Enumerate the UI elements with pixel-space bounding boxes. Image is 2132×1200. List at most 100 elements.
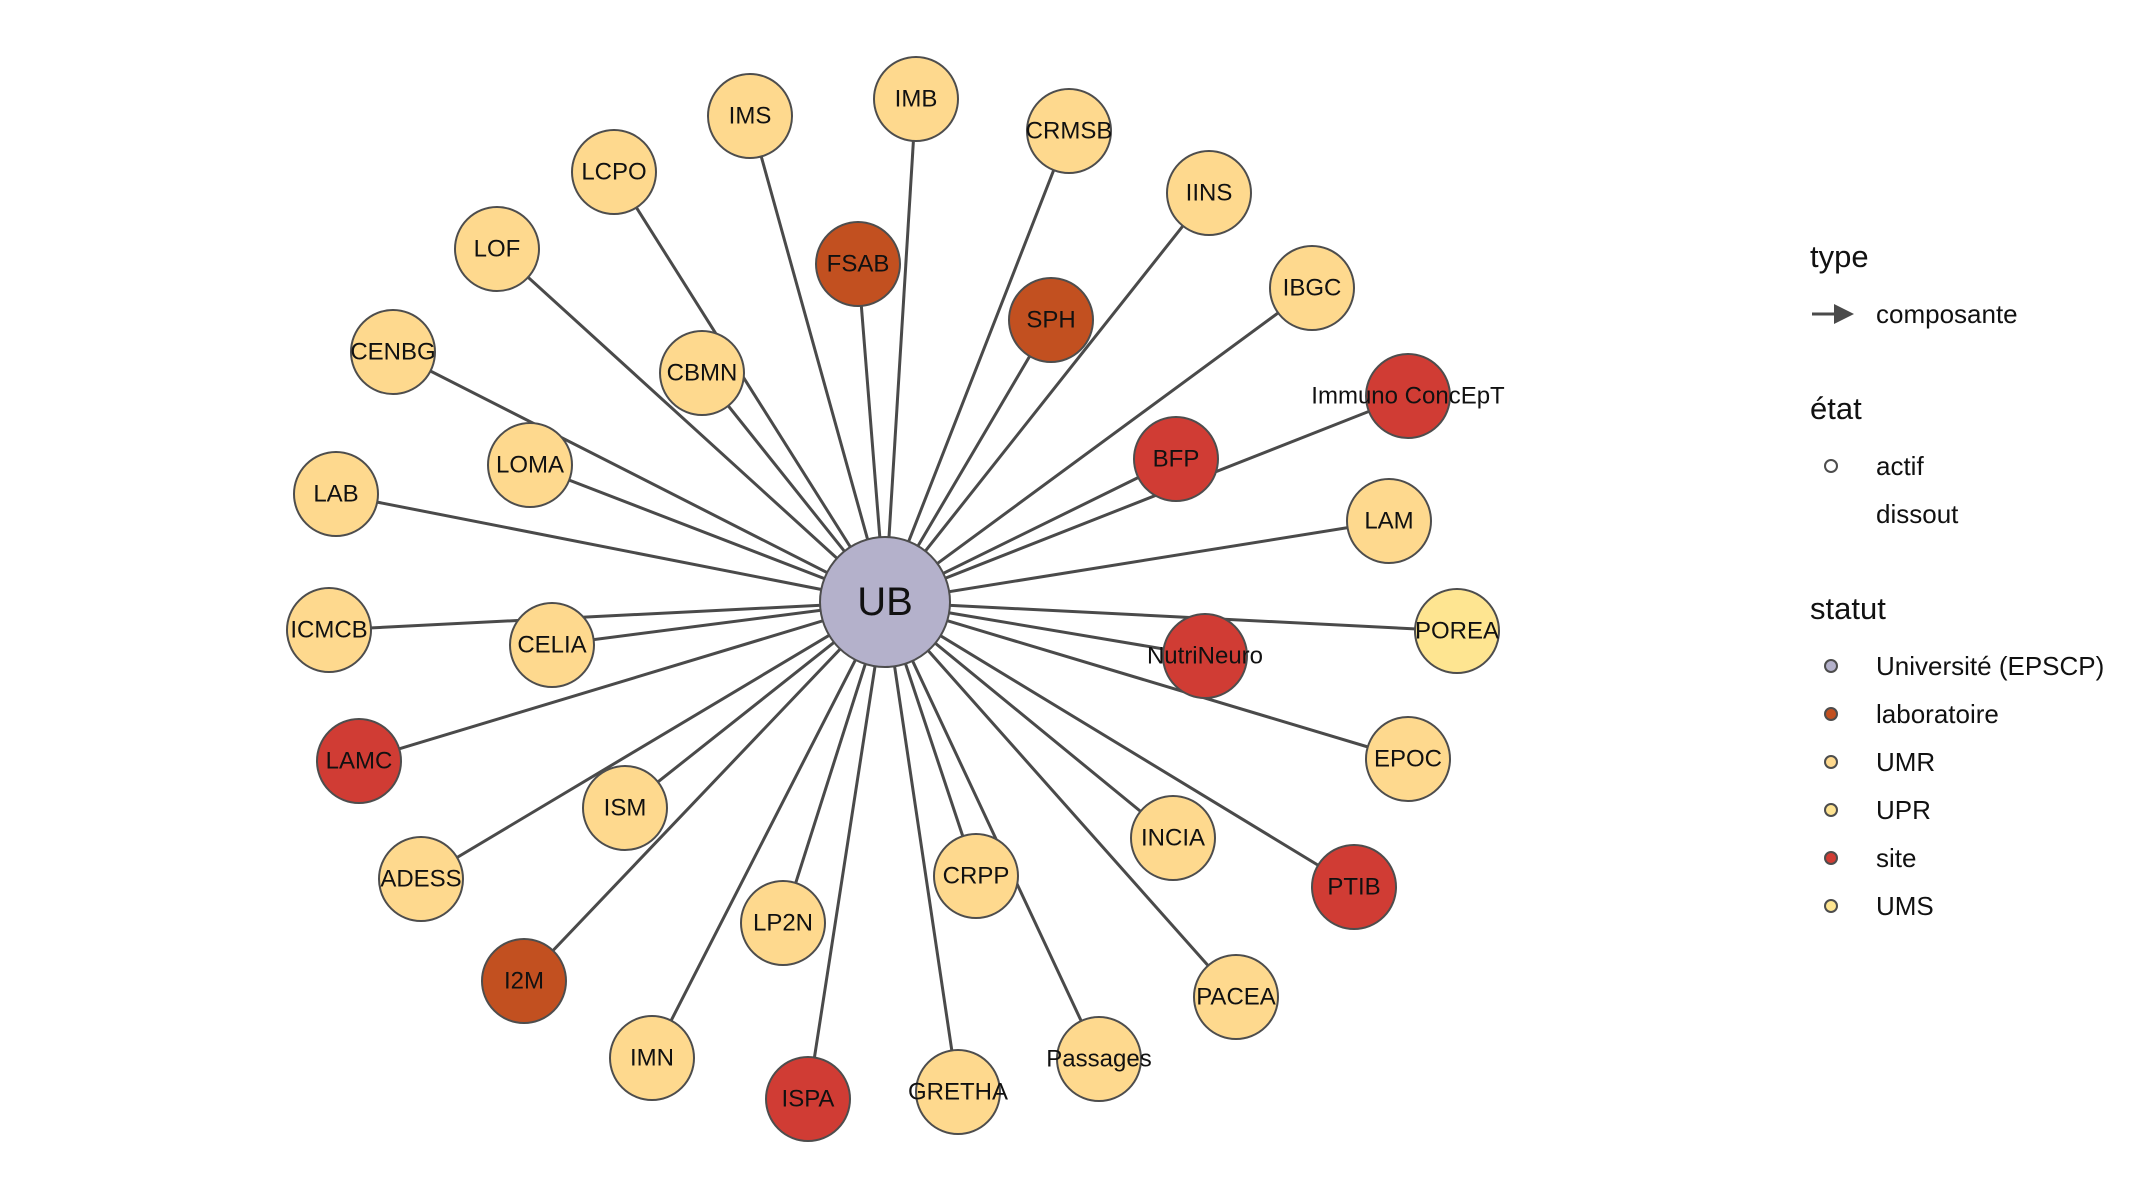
node-circle (1162, 613, 1248, 699)
node-imb[interactable]: IMB (873, 56, 959, 142)
node-crmsb[interactable]: CRMSB (1026, 88, 1113, 174)
node-epoc[interactable]: EPOC (1365, 716, 1451, 802)
node-circle (571, 129, 657, 215)
edge-ub-porea (884, 600, 1458, 633)
node-circle (1346, 478, 1432, 564)
node-circle (1166, 150, 1252, 236)
node-circle (1133, 416, 1219, 502)
legend-item-composante: composante (1810, 290, 2130, 338)
node-nutrineuro[interactable]: NutriNeuro (1147, 613, 1263, 699)
edge-ub-iins (883, 192, 1211, 603)
legend-item-universite: Université (EPSCP) (1810, 642, 2130, 690)
node-label: LOF (474, 236, 521, 263)
legend-item-dissout: dissout (1810, 490, 2130, 538)
node-ispa[interactable]: ISPA (765, 1056, 851, 1142)
node-label: ISM (604, 795, 647, 822)
node-icmcb[interactable]: ICMCB (286, 587, 372, 673)
node-pacea[interactable]: PACEA (1193, 954, 1279, 1040)
node-label: I2M (504, 968, 544, 995)
node-label: IBGC (1283, 275, 1342, 302)
node-ptib[interactable]: PTIB (1311, 844, 1397, 930)
node-circle (378, 836, 464, 922)
edge-ub-lab (335, 492, 886, 604)
node-incia[interactable]: INCIA (1130, 795, 1216, 881)
node-label: ICMCB (290, 617, 367, 644)
node-label: LP2N (753, 910, 813, 937)
legend-item-umr: UMR (1810, 738, 2130, 786)
node-circle (1311, 844, 1397, 930)
node-circle (740, 880, 826, 966)
node-i2m[interactable]: I2M (481, 938, 567, 1024)
color-swatch-icon (1824, 899, 1838, 913)
node-circle (350, 309, 436, 395)
node-lof[interactable]: LOF (454, 206, 540, 292)
node-label: POREA (1415, 618, 1499, 645)
node-ims[interactable]: IMS (707, 73, 793, 159)
node-label: LOMA (496, 452, 564, 479)
node-ub-center[interactable]: UB (819, 536, 951, 668)
node-lcpo[interactable]: LCPO (571, 129, 657, 215)
node-label: BFP (1153, 446, 1200, 473)
node-fsab[interactable]: FSAB (815, 221, 901, 307)
edge-ub-adess (420, 600, 886, 881)
color-swatch-icon (1824, 803, 1838, 817)
node-label: PTIB (1327, 874, 1380, 901)
node-label: LAB (313, 481, 358, 508)
color-swatch-icon (1824, 755, 1838, 769)
node-crpp[interactable]: CRPP (933, 833, 1019, 919)
color-swatch-icon (1824, 659, 1838, 673)
node-bfp[interactable]: BFP (1133, 416, 1219, 502)
node-passages[interactable]: Passages (1046, 1016, 1152, 1102)
nodes-layer: IMB IMS CRMSB LCPO IINS FSAB LOF IBGC SPH CENBG CB… (286, 56, 1505, 1142)
node-ism[interactable]: ISM (582, 765, 668, 851)
node-porea[interactable]: POREA (1414, 588, 1500, 674)
node-circle (454, 206, 540, 292)
node-circle (293, 451, 379, 537)
network-graph: IMB IMS CRMSB LCPO IINS FSAB LOF IBGC SPH CENBG CB… (286, 56, 1505, 1142)
node-cenbg[interactable]: CENBG (350, 309, 436, 395)
edge-ub-ims (748, 115, 887, 603)
node-circle (481, 938, 567, 1024)
node-label: LAM (1364, 508, 1413, 535)
legend-item-label: Université (EPSCP) (1876, 650, 2105, 681)
node-label: IMB (895, 86, 938, 113)
legend-item-label: UMR (1876, 746, 1936, 777)
node-lam[interactable]: LAM (1346, 478, 1432, 564)
legend-statut-section: statut Université (EPSCP) laboratoire UM… (1810, 590, 2130, 930)
edge-ub-icmcb (328, 600, 886, 632)
node-imn[interactable]: IMN (609, 1015, 695, 1101)
node-ibgc[interactable]: IBGC (1269, 245, 1355, 331)
node-iins[interactable]: IINS (1166, 150, 1252, 236)
legend-type-section: type composante (1810, 238, 2130, 338)
legend-type-title: type (1810, 239, 1869, 274)
node-lp2n[interactable]: LP2N (740, 880, 826, 966)
node-label: PACEA (1196, 984, 1276, 1011)
node-loma[interactable]: LOMA (487, 422, 573, 508)
node-gretha[interactable]: GRETHA (908, 1049, 1008, 1135)
node-label: EPOC (1374, 746, 1442, 773)
node-circle (1008, 277, 1094, 363)
node-immuno-concept[interactable]: Immuno ConcEpT (1311, 353, 1505, 439)
node-label: CRMSB (1026, 118, 1113, 145)
node-circle (509, 602, 595, 688)
node-label: LAMC (326, 748, 393, 775)
node-circle (819, 536, 951, 668)
node-sph[interactable]: SPH (1008, 277, 1094, 363)
node-cbmn[interactable]: CBMN (659, 330, 745, 416)
node-circle (1414, 588, 1500, 674)
legend-item-label: composante (1876, 298, 2018, 329)
node-lab[interactable]: LAB (293, 451, 379, 537)
node-adess[interactable]: ADESS (378, 836, 464, 922)
node-circle (933, 833, 1019, 919)
node-celia[interactable]: CELIA (509, 602, 595, 688)
node-label: UB (857, 580, 913, 624)
node-circle (487, 422, 573, 508)
node-label: IMN (630, 1045, 674, 1072)
legend-item-site: site (1810, 834, 2130, 882)
node-label: Immuno ConcEpT (1311, 383, 1505, 410)
node-lamc[interactable]: LAMC (316, 718, 402, 804)
node-label: INCIA (1141, 825, 1205, 852)
outlined-circle-icon (1824, 459, 1838, 473)
legend-item-upr: UPR (1810, 786, 2130, 834)
node-label: FSAB (827, 251, 890, 278)
